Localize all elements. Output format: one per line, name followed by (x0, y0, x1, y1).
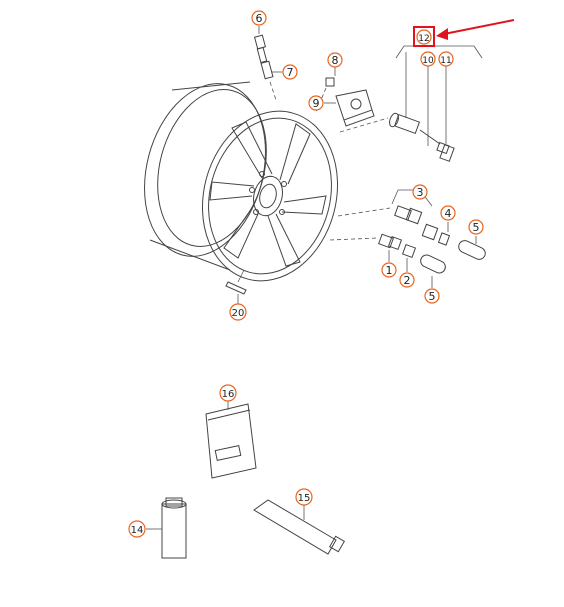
callout-20[interactable]: 20 (229, 303, 247, 321)
callout-8-label: 8 (332, 54, 339, 67)
callout-2-label: 2 (404, 274, 411, 287)
callout-15[interactable]: 15 (295, 488, 313, 506)
callout-10-label: 10 (422, 56, 434, 66)
callout-11-label: 11 (440, 56, 451, 66)
callout-5-right-label: 5 (473, 221, 480, 234)
callout-1-label: 1 (386, 264, 393, 277)
callout-5-lower[interactable]: 5 (424, 288, 440, 304)
callout-12[interactable]: 12 (413, 26, 435, 47)
spray-can (146, 497, 187, 559)
balance-weight (225, 269, 247, 304)
callout-16-label: 16 (222, 389, 235, 400)
callout-16[interactable]: 16 (219, 384, 237, 402)
callout-7[interactable]: 7 (282, 64, 298, 80)
highlight-arrow (436, 19, 515, 40)
callout-6-label: 6 (256, 12, 263, 25)
alloy-wheel (144, 81, 339, 282)
callout-5-lower-label: 5 (429, 290, 436, 303)
callout-15-label: 15 (298, 493, 311, 504)
callout-5-right[interactable]: 5 (468, 219, 484, 235)
callout-6[interactable]: 6 (251, 10, 267, 26)
callout-9[interactable]: 9 (308, 95, 324, 111)
callout-14[interactable]: 14 (128, 520, 146, 538)
callout-1[interactable]: 1 (381, 262, 397, 278)
valve-stem (253, 26, 282, 101)
callout-11[interactable]: 11 (438, 51, 454, 67)
callout-10[interactable]: 10 (420, 51, 436, 67)
callout-14-label: 14 (131, 525, 144, 536)
callout-4-label: 4 (445, 207, 452, 220)
callout-3[interactable]: 3 (412, 184, 428, 200)
callout-8[interactable]: 8 (327, 52, 343, 68)
hardware-group (329, 189, 486, 288)
callout-20-label: 20 (232, 308, 245, 319)
paste-tube (253, 499, 346, 555)
callout-4[interactable]: 4 (440, 205, 456, 221)
repair-kit-package (205, 400, 257, 479)
callout-3-label: 3 (417, 186, 424, 199)
callout-9-label: 9 (313, 97, 320, 110)
callout-7-label: 7 (287, 66, 294, 79)
callout-12-label: 12 (418, 34, 429, 44)
callout-2[interactable]: 2 (399, 272, 415, 288)
tpms-sensor (315, 66, 375, 127)
callout-12-highlight (413, 26, 435, 47)
